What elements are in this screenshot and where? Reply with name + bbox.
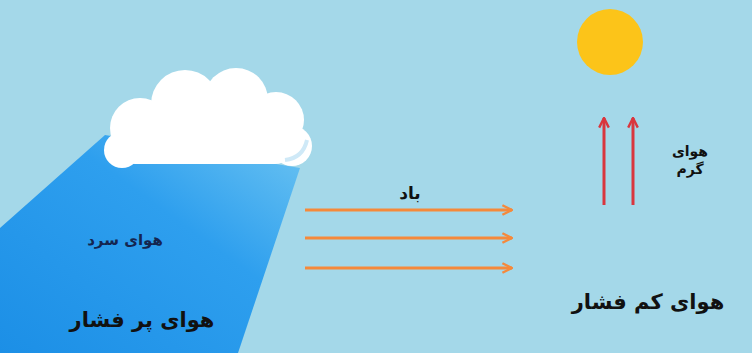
warm-air-arrows — [604, 118, 633, 205]
pressure-label: هوای پر فشار — [70, 307, 215, 333]
sun — [577, 9, 643, 75]
wind-arrows — [305, 210, 512, 268]
cold-air-beam — [0, 135, 300, 353]
region-label: هوای گرم — [665, 143, 715, 178]
cloud — [104, 68, 312, 168]
pressure-label: هوای کم فشار — [572, 289, 725, 315]
region-label: هوای سرد — [87, 231, 163, 250]
wind-label: باد — [399, 183, 421, 204]
